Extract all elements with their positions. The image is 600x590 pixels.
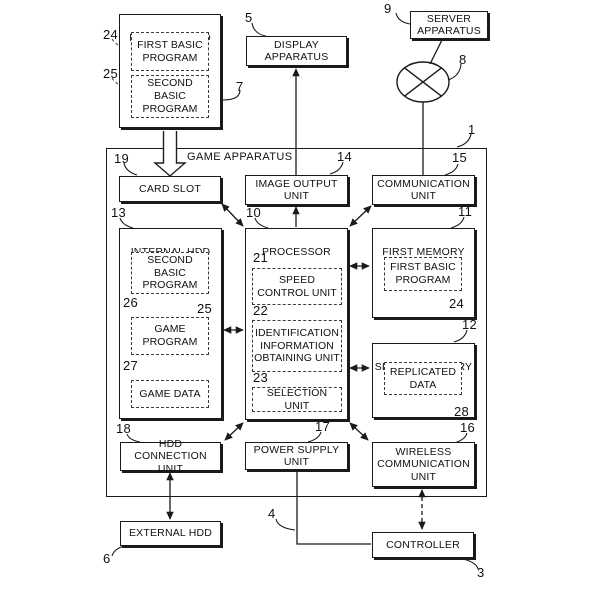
ref-22: 22 — [253, 303, 268, 318]
ref-9: 9 — [384, 1, 392, 16]
ref-21: 21 — [253, 250, 268, 265]
selection-unit-box: SELECTION UNIT — [252, 387, 342, 412]
leader-4 — [276, 519, 295, 530]
ref-26: 26 — [123, 295, 138, 310]
ref-25-card: 25 — [103, 66, 118, 81]
ref-1: 1 — [468, 122, 476, 137]
power-supply-unit-box: POWER SUPPLY UNIT — [245, 442, 348, 470]
game-program-box: GAME PROGRAM — [131, 317, 209, 355]
second-basic-program-hdd-box: SECOND BASIC PROGRAM — [131, 252, 209, 294]
ref-25-hdd: 25 — [197, 301, 212, 316]
ref-6: 6 — [103, 551, 111, 566]
ref-8: 8 — [459, 52, 467, 67]
first-basic-program-card-box: FIRST BASIC PROGRAM — [131, 32, 209, 71]
leader-3 — [458, 558, 478, 569]
hdd-connection-unit-box: HDD CONNECTION UNIT — [120, 442, 221, 471]
ref-17: 17 — [315, 419, 330, 434]
communication-unit-box: COMMUNICATION UNIT — [372, 175, 475, 205]
ref-19: 19 — [114, 151, 129, 166]
first-basic-program-memory-box: FIRST BASIC PROGRAM — [384, 257, 462, 291]
ref-23: 23 — [253, 370, 268, 385]
ref-24-memory: 24 — [449, 296, 464, 311]
replicated-data-box: REPLICATED DATA — [384, 362, 462, 395]
controller-box: CONTROLLER — [372, 532, 474, 558]
speed-control-unit-box: SPEED CONTROL UNIT — [252, 268, 342, 305]
ref-13: 13 — [111, 205, 126, 220]
ref-4: 4 — [268, 506, 276, 521]
line-server-to-network — [430, 38, 443, 64]
ref-11: 11 — [458, 204, 472, 219]
server-apparatus-box: SERVER APPARATUS — [410, 11, 488, 39]
display-apparatus-box: DISPLAY APPARATUS — [246, 36, 347, 66]
ref-27: 27 — [123, 358, 138, 373]
ref-28: 28 — [454, 404, 469, 419]
card-slot-box: CARD SLOT — [119, 176, 221, 202]
wireless-communication-unit-box: WIRELESS COMMUNICATION UNIT — [372, 442, 475, 487]
game-apparatus-label: GAME APPARATUS — [187, 151, 292, 163]
network-icon — [397, 62, 449, 102]
ref-14: 14 — [337, 149, 352, 164]
ref-3: 3 — [477, 565, 485, 580]
ref-15: 15 — [452, 150, 467, 165]
ref-10: 10 — [246, 205, 261, 220]
ref-5: 5 — [245, 10, 253, 25]
game-data-box: GAME DATA — [131, 380, 209, 408]
ref-12: 12 — [462, 317, 477, 332]
second-basic-program-card-box: SECOND BASIC PROGRAM — [131, 75, 209, 118]
leader-9 — [396, 13, 410, 24]
external-hdd-box: EXTERNAL HDD — [120, 521, 221, 546]
leader-5 — [252, 23, 266, 36]
leader-6 — [112, 546, 124, 556]
image-output-unit-box: IMAGE OUTPUT UNIT — [245, 175, 348, 205]
identification-information-obtaining-unit-box: IDENTIFICATION INFORMATION OBTAINING UNI… — [252, 320, 342, 372]
ref-7: 7 — [236, 79, 244, 94]
ref-24-card: 24 — [103, 27, 118, 42]
ref-16: 16 — [460, 420, 475, 435]
ref-18: 18 — [116, 421, 131, 436]
